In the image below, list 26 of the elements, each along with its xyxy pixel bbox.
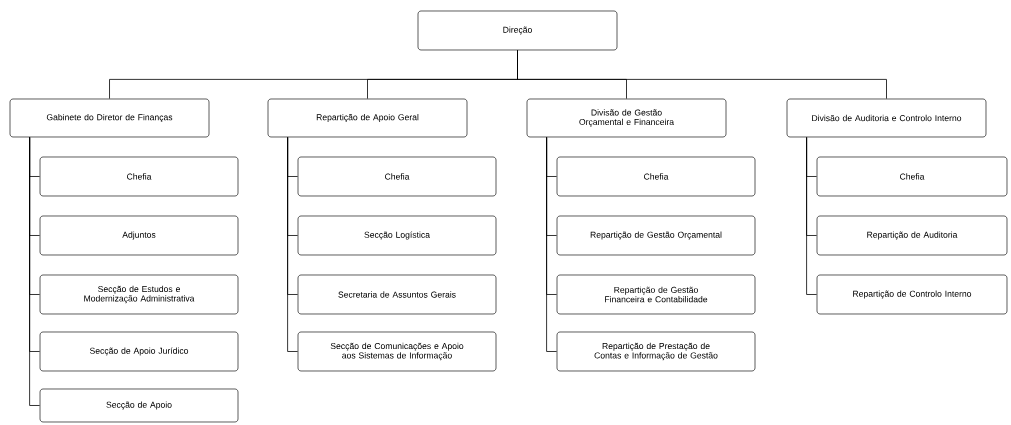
unit-box: Secção de Estudos e Modernização Administrativa bbox=[39, 274, 239, 315]
unit-box: Secção Logística bbox=[297, 215, 497, 256]
connector-line bbox=[546, 137, 557, 352]
connector-line bbox=[517, 50, 887, 99]
unit-box: Chefia bbox=[556, 156, 756, 197]
connector-line bbox=[806, 137, 817, 295]
division-box: Divisão de Auditoria e Controlo Interno bbox=[786, 98, 987, 138]
unit-box: Secção de Apoio Jurídico bbox=[39, 331, 239, 372]
connector-line bbox=[287, 137, 298, 352]
unit-box: Secção de Apoio bbox=[39, 388, 239, 423]
unit-box: Repartição de Auditoria bbox=[816, 215, 1008, 256]
director-box: Direção bbox=[417, 10, 618, 51]
unit-box: Repartição de Prestação de Contas e Informação de Gestão bbox=[556, 331, 756, 372]
unit-box: Repartição de Controlo Interno bbox=[816, 274, 1008, 315]
connector-line bbox=[29, 137, 40, 406]
unit-box: Repartição de Gestão Financeira e Contabilidade bbox=[556, 274, 756, 315]
division-box: Gabinete do Diretor de Finanças bbox=[9, 98, 210, 138]
unit-box: Chefia bbox=[39, 156, 239, 197]
unit-box: Secção de Comunicações e Apoio aos Sistemas de Informação bbox=[297, 331, 497, 372]
unit-box: Secretaria de Assuntos Gerais bbox=[297, 274, 497, 315]
unit-box: Chefia bbox=[297, 156, 497, 197]
division-box: Divisão de Gestão Orçamental e Financeira bbox=[526, 98, 727, 138]
unit-box: Repartição de Gestão Orçamental bbox=[556, 215, 756, 256]
unit-box: Chefia bbox=[816, 156, 1008, 197]
unit-box: Adjuntos bbox=[39, 215, 239, 256]
division-box: Repartição de Apoio Geral bbox=[267, 98, 468, 138]
